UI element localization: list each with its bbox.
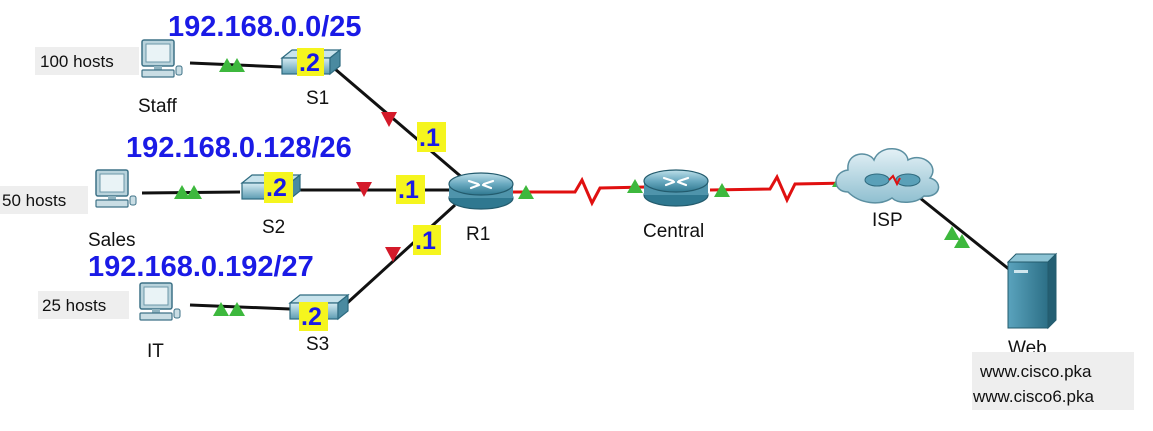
up-marker: [944, 226, 960, 240]
ip-highlight: [417, 122, 446, 152]
pc-sales[interactable]: [95, 169, 137, 208]
router-label-r1: R1: [466, 224, 490, 245]
subnet-label-sales: 192.168.0.128/26: [126, 132, 352, 164]
host-count-staff: 100 hosts: [40, 52, 114, 71]
down-marker: [385, 247, 401, 262]
pc-staff[interactable]: [141, 39, 183, 78]
serial-link-central-isp: [709, 173, 851, 204]
up-marker: [186, 185, 202, 199]
switch-label-s2: S2: [262, 217, 285, 238]
serial-link-r1-central: [512, 176, 646, 207]
switch-ip-s2: .2: [266, 174, 287, 202]
switch-ip-s3: .2: [301, 303, 322, 331]
link-isp-web: [914, 192, 1011, 272]
down-marker: [381, 112, 397, 127]
subnet-label-staff: 192.168.0.0/25: [168, 11, 362, 43]
link-s3-r1: [343, 203, 457, 307]
isp-cloud-icon[interactable]: [835, 148, 940, 204]
router-ip-staff: .1: [419, 124, 440, 152]
up-marker: [213, 302, 229, 316]
ip-highlight: [413, 225, 441, 255]
up-marker: [714, 183, 730, 197]
switch-label-s1: S1: [306, 88, 329, 109]
router-ip-it: .1: [415, 227, 436, 255]
links: [141, 61, 1011, 311]
up-marker: [518, 185, 534, 199]
host-count-sales: 50 hosts: [2, 191, 66, 210]
host-count-box: [0, 186, 88, 214]
up-marker: [627, 179, 643, 193]
web-url-secondary: www.cisco6.pka: [972, 387, 1094, 406]
pc-label-staff: Staff: [138, 96, 177, 117]
up-marker: [229, 58, 245, 72]
web-server-icon[interactable]: [1006, 252, 1058, 330]
ip-highlight: [264, 172, 293, 203]
host-count-it: 25 hosts: [42, 296, 106, 315]
pc-label-it: IT: [147, 341, 164, 362]
ip-highlight: [297, 48, 324, 76]
router-central[interactable]: [642, 168, 710, 208]
web-url-primary: www.cisco.pka: [979, 362, 1092, 381]
pc-it[interactable]: [139, 282, 181, 321]
url-box: [972, 352, 1134, 410]
link-it-s3: [189, 303, 291, 311]
pc-label-sales: Sales: [88, 230, 136, 251]
isp-label: ISP: [872, 210, 903, 231]
ip-highlight: [299, 302, 328, 331]
down-marker: [356, 182, 372, 197]
switch-ip-s1: .2: [299, 49, 320, 77]
host-count-box: [35, 47, 139, 75]
router-label-central: Central: [643, 221, 704, 242]
up-marker: [229, 302, 245, 316]
host-count-box: [38, 291, 129, 319]
ip-highlight: [396, 175, 425, 204]
link-s1-r1: [334, 67, 466, 182]
router-r1[interactable]: [447, 171, 515, 211]
subnet-label-it: 192.168.0.192/27: [88, 251, 314, 283]
up-marker: [174, 185, 190, 199]
router-ip-sales: .1: [398, 176, 419, 204]
up-marker: [954, 234, 970, 248]
switch-label-s3: S3: [306, 334, 329, 355]
